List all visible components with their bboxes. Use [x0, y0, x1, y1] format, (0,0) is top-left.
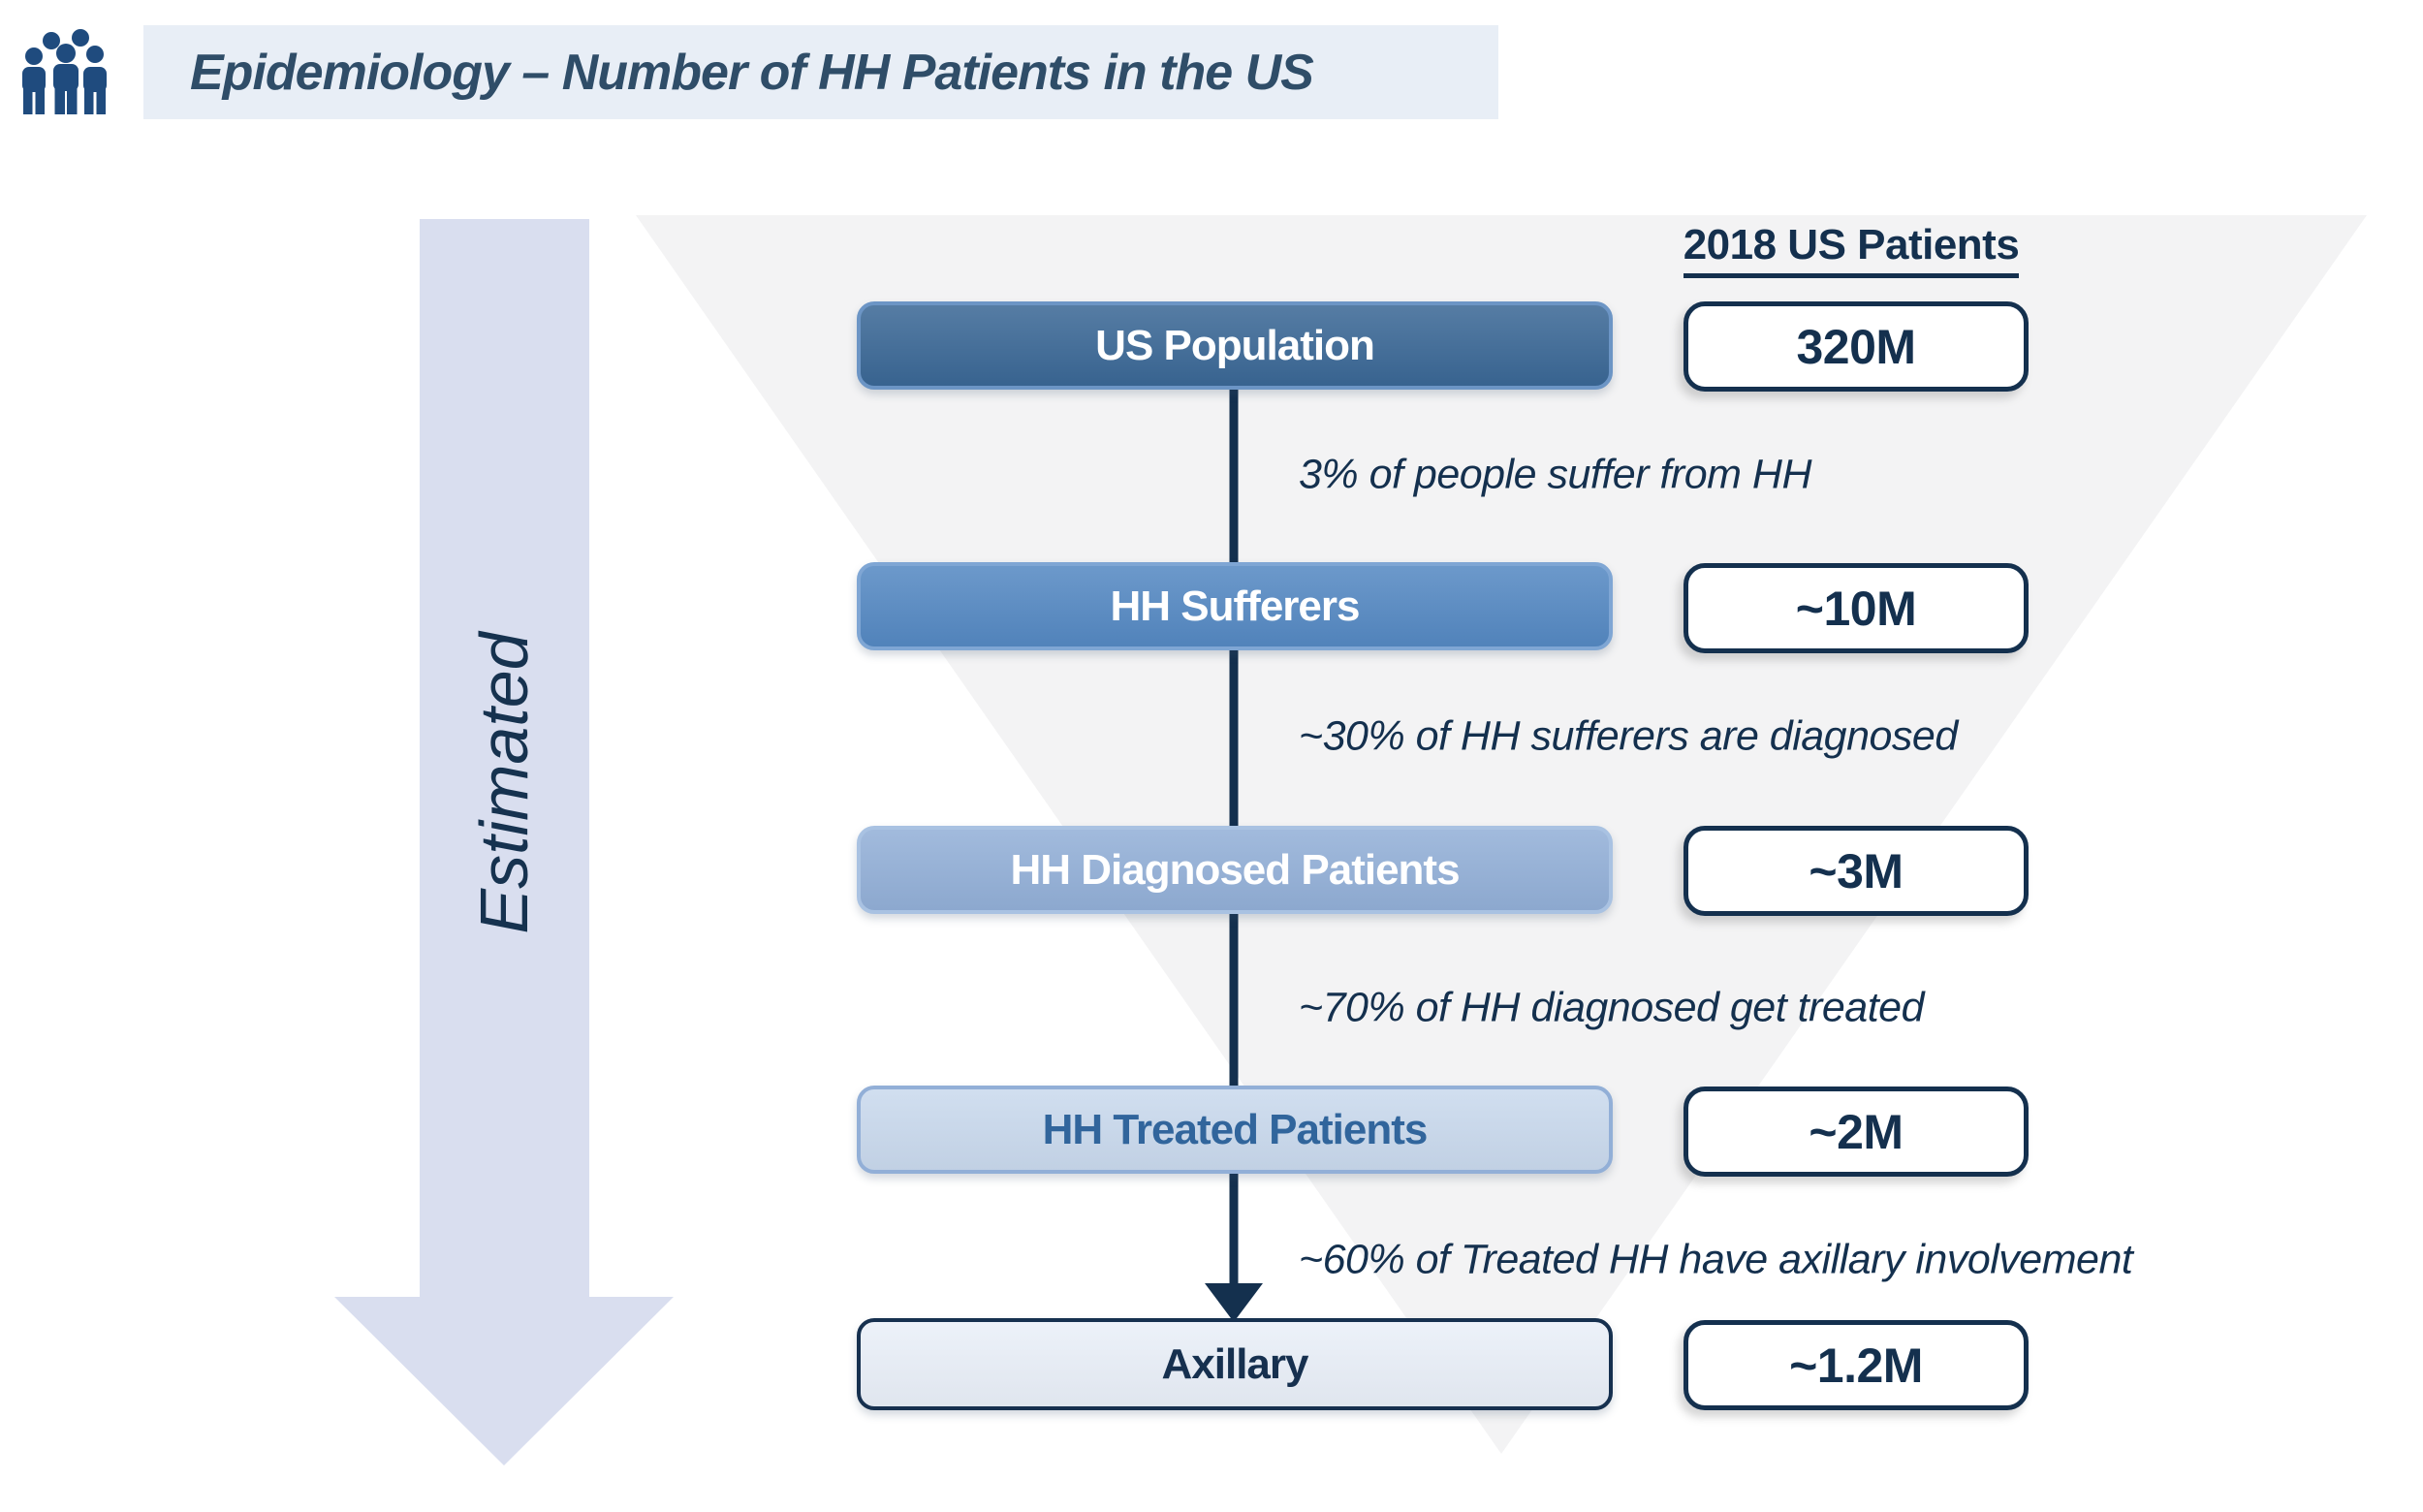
annotation-suffer-rate: 3% of people suffer from HH: [1299, 451, 1812, 498]
stage-us-population: US Population: [857, 301, 1613, 390]
column-header: 2018 US Patients: [1648, 221, 2055, 278]
estimated-label: Estimated: [466, 632, 542, 934]
stage-label: US Population: [1095, 321, 1375, 369]
people-group-icon: [22, 29, 107, 114]
stage-hh-treated-patients: HH Treated Patients: [857, 1086, 1613, 1174]
stage-hh-diagnosed-patients: HH Diagnosed Patients: [857, 826, 1613, 914]
value-axillary: ~1.2M: [1684, 1320, 2029, 1410]
stage-hh-sufferers: HH Sufferers: [857, 562, 1613, 650]
column-header-text: 2018 US Patients: [1683, 221, 2020, 278]
value-hh-treated-patients: ~2M: [1684, 1087, 2029, 1177]
annotation-axillary-rate: ~60% of Treated HH have axillary involve…: [1299, 1236, 2133, 1283]
stage-label: Axillary: [1161, 1339, 1309, 1388]
stage-label: HH Treated Patients: [1042, 1105, 1429, 1153]
value-hh-diagnosed-patients: ~3M: [1684, 826, 2029, 916]
stage-axillary: Axillary: [857, 1318, 1613, 1410]
annotation-diagnosed-rate: ~30% of HH sufferers are diagnosed: [1299, 712, 1958, 760]
stage-label: HH Diagnosed Patients: [1010, 845, 1460, 894]
stage-label: HH Sufferers: [1110, 582, 1361, 630]
arrowhead-icon: [1205, 1283, 1263, 1322]
title-banner: Epidemiology – Number of HH Patients in …: [143, 25, 1498, 119]
value-us-population: 320M: [1684, 301, 2029, 392]
annotation-treated-rate: ~70% of HH diagnosed get treated: [1299, 984, 1924, 1031]
value-hh-sufferers: ~10M: [1684, 563, 2029, 653]
page-title: Epidemiology – Number of HH Patients in …: [190, 44, 1314, 101]
